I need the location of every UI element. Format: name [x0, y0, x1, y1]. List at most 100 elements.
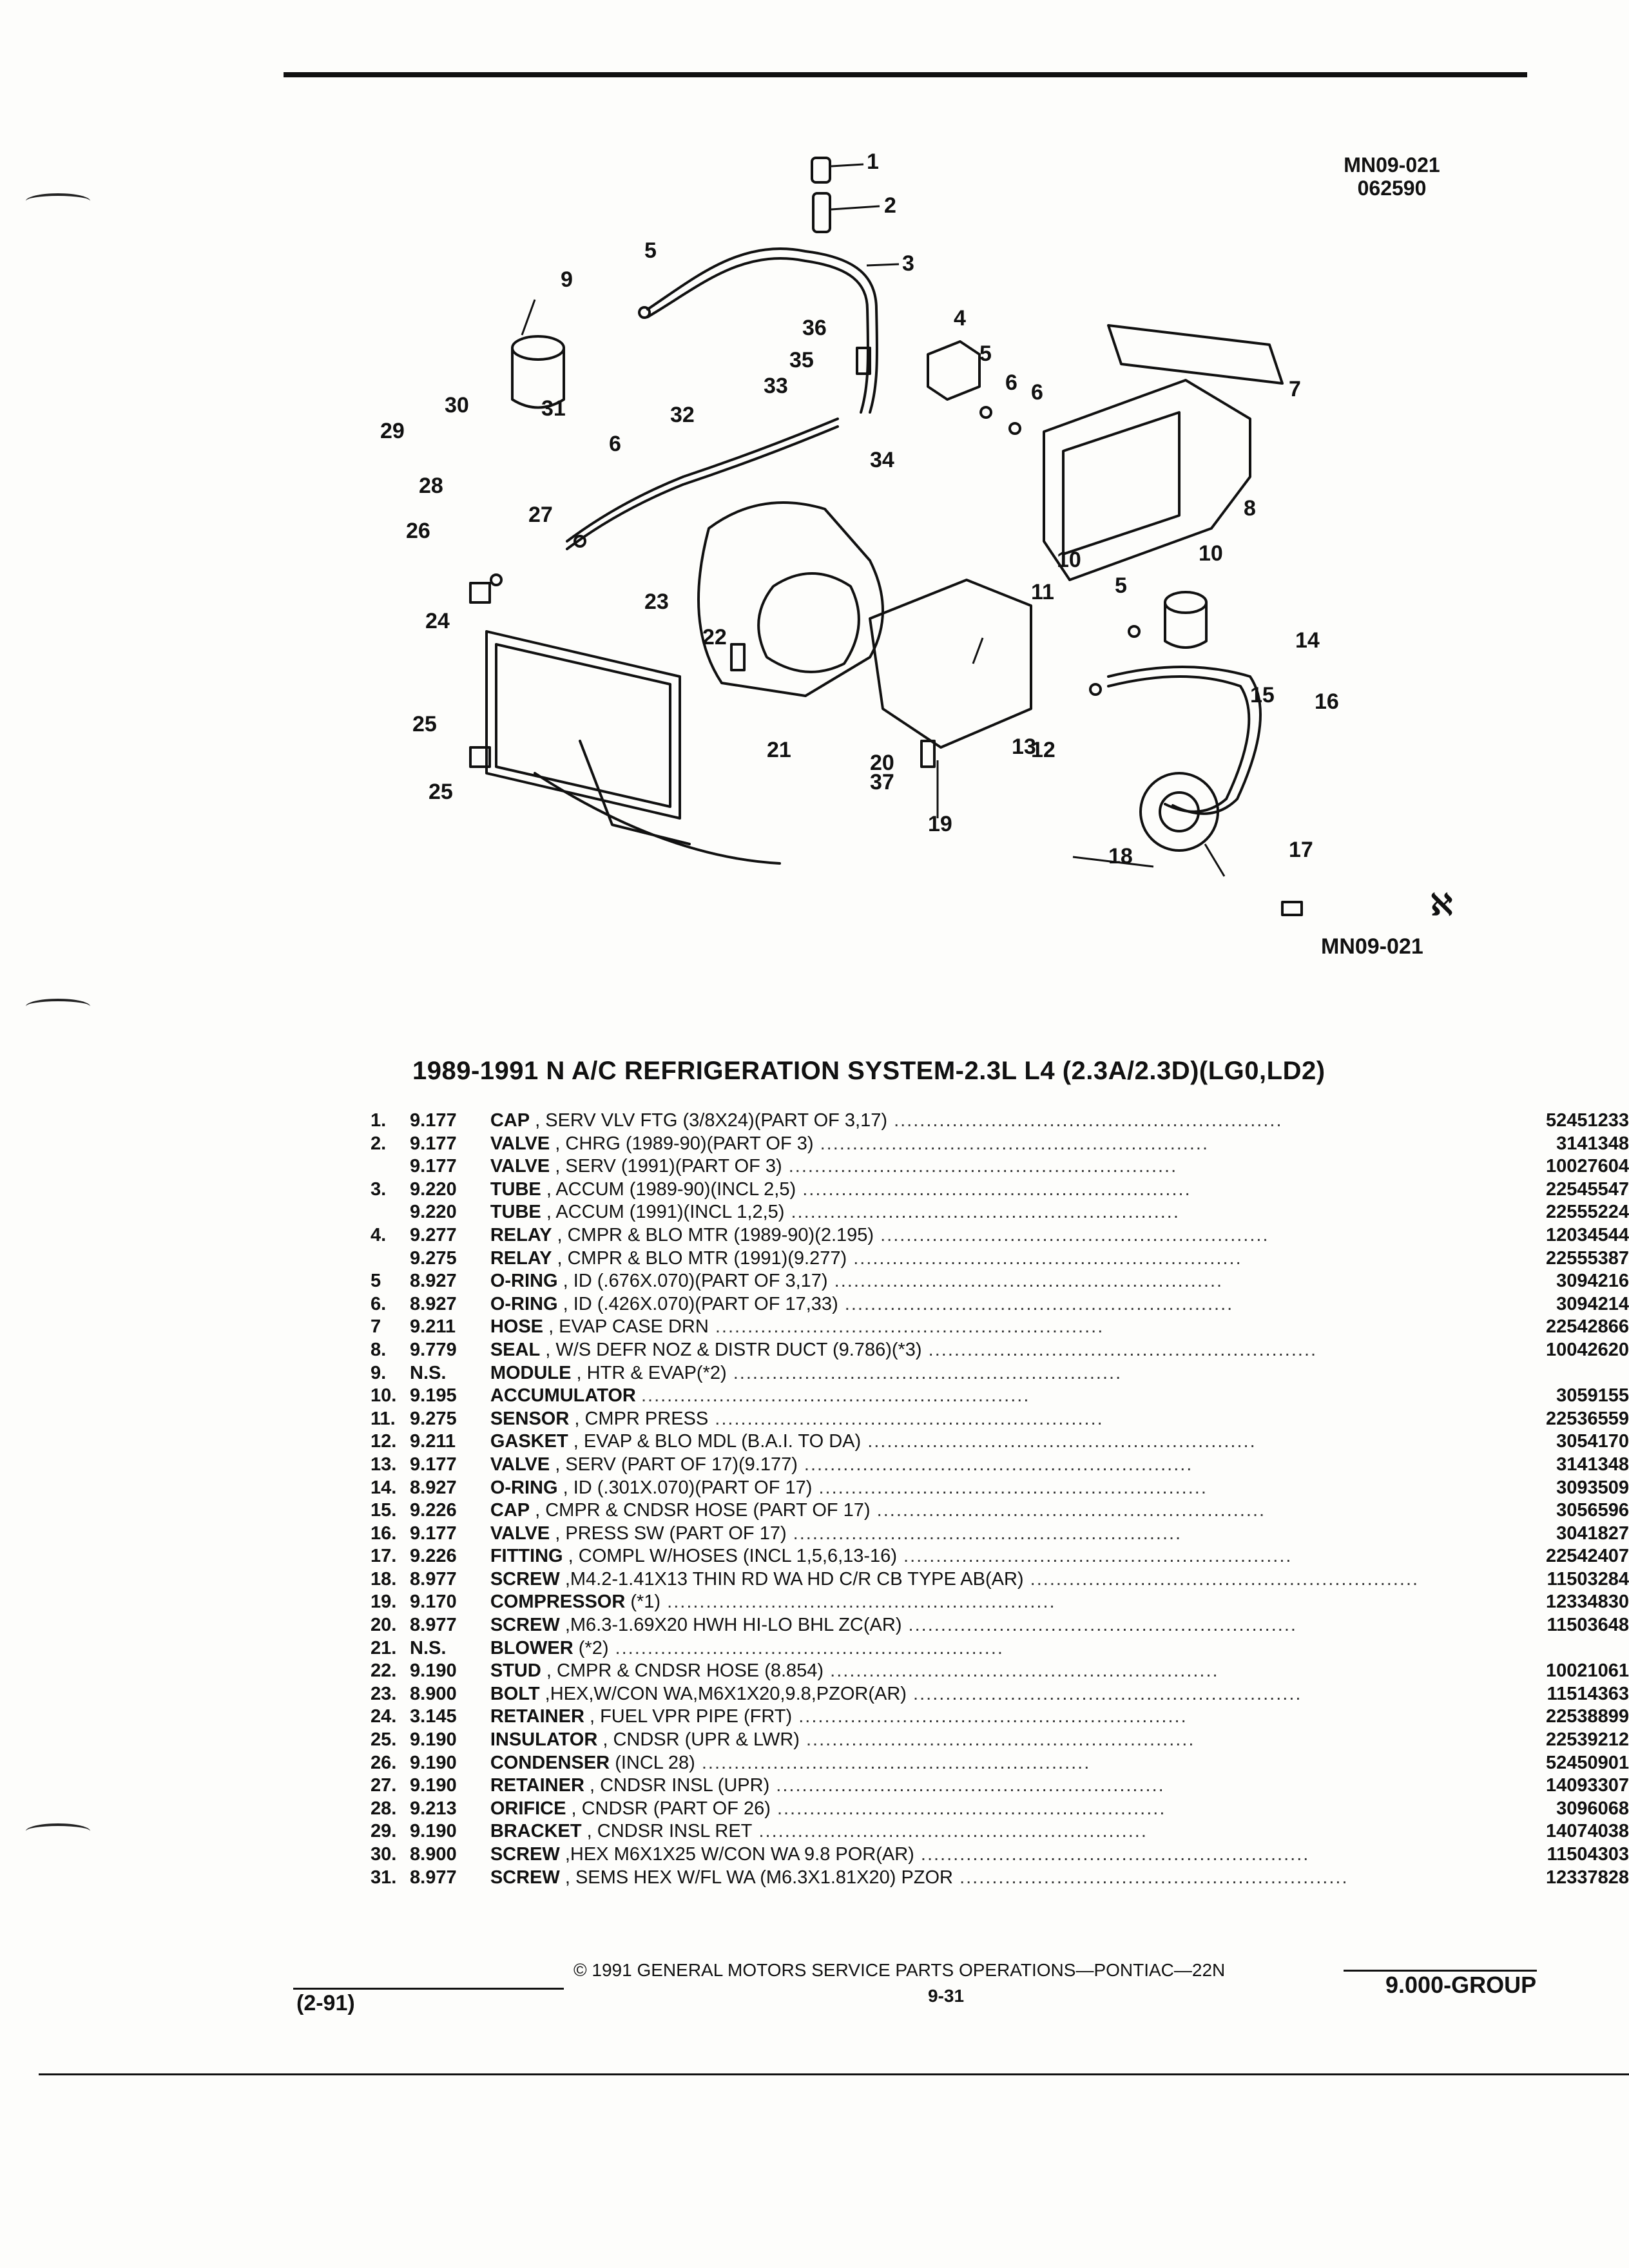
- callout-number: 5: [1115, 573, 1127, 598]
- part-name: SCREW: [490, 1867, 560, 1888]
- row-item-number: 6.: [371, 1293, 387, 1314]
- leader-dots: ........................................…: [874, 1224, 1269, 1245]
- leader-dots: ........................................…: [799, 1729, 1195, 1751]
- row-item-number: 20.: [371, 1615, 397, 1636]
- callout-number: 8: [1244, 496, 1256, 521]
- callout-number: 4: [954, 306, 966, 331]
- part-detail: , CHRG (1989-90)(PART OF 3): [555, 1133, 814, 1154]
- footer-copyright: © 1991 GENERAL MOTORS SERVICE PARTS OPER…: [574, 1960, 1226, 1980]
- top-rule: [284, 72, 1527, 77]
- callout-number: 13: [1012, 735, 1036, 759]
- part-detail: , ACCUM (1991)(INCL 1,2,5): [546, 1202, 785, 1223]
- row-description: CAP , SERV VLV FTG (3/8X24)(PART OF 3,17…: [490, 1110, 1534, 1133]
- part-name: O-RING: [490, 1477, 558, 1498]
- row-item-number: [371, 1155, 410, 1178]
- page-title: 1989-1991 N A/C REFRIGERATION SYSTEM-2.3…: [412, 1057, 1325, 1085]
- part-detail: , ID (.676X.070)(PART OF 3,17): [563, 1271, 828, 1292]
- part-name: VALVE: [490, 1133, 550, 1154]
- row-description: O-RING , ID (.301X.070)(PART OF 17) ....…: [490, 1477, 1534, 1500]
- row-part-number: 22536559: [1545, 1408, 1629, 1429]
- diagram-artwork: [469, 157, 1303, 916]
- row-item-number: 18.: [371, 1568, 397, 1590]
- row-part-number: 10027604: [1545, 1156, 1629, 1177]
- figure-code-block: MN09-021 062590: [1334, 153, 1450, 200]
- row-description: SEAL , W/S DEFR NOZ & DISTR DUCT (9.786)…: [490, 1339, 1534, 1362]
- row-group-number: 9.177: [410, 1133, 457, 1154]
- figure-code: MN09-021: [1344, 153, 1440, 177]
- leader-dots: ........................................…: [792, 1706, 1188, 1727]
- part-detail: , HTR & EVAP(*2): [576, 1362, 727, 1383]
- callout-number: 27: [528, 503, 553, 527]
- row-description: RETAINER , CNDSR INSL (UPR) ............…: [490, 1774, 1534, 1798]
- callout-number: 21: [767, 738, 791, 762]
- row-item-number: 8.: [371, 1339, 387, 1360]
- row-group-number: 8.927: [410, 1477, 457, 1498]
- callout-number: 34: [870, 448, 894, 472]
- part-detail: , CMPR PRESS: [574, 1408, 709, 1429]
- row-part-number: 52450901: [1545, 1752, 1629, 1773]
- row-group-number: 9.190: [410, 1775, 457, 1796]
- callout-number: 28: [419, 474, 443, 498]
- row-item-number: 22.: [371, 1660, 397, 1682]
- row-part-number: 22539212: [1545, 1729, 1629, 1751]
- leader-dots: ........................................…: [906, 1683, 1302, 1704]
- row-item-number: 23.: [371, 1683, 397, 1704]
- callout-number: 33: [764, 374, 788, 398]
- callout-number: 20: [870, 751, 894, 775]
- part-detail: , CMPR & BLO MTR (1989-90)(2.195): [557, 1224, 874, 1245]
- row-part-number: 22542866: [1545, 1316, 1629, 1338]
- row-part-number: 3059155: [1556, 1385, 1629, 1407]
- callout-number: 15: [1250, 683, 1275, 707]
- part-detail: , ID (.301X.070)(PART OF 17): [563, 1477, 813, 1498]
- row-part-number: 3093509: [1556, 1477, 1629, 1498]
- row-part-number: 3041827: [1556, 1523, 1629, 1544]
- part-name: BOLT: [490, 1683, 540, 1704]
- row-item-number: 10.: [371, 1385, 397, 1407]
- leader-dots: ........................................…: [870, 1500, 1266, 1521]
- row-part-number: 22555387: [1545, 1247, 1629, 1269]
- part-name: ACCUMULATOR: [490, 1385, 636, 1407]
- leader-dots: ........................................…: [861, 1431, 1257, 1452]
- row-group-number: 9.177: [410, 1454, 457, 1475]
- leader-dots: ........................................…: [695, 1752, 1091, 1773]
- row-group-number: 8.900: [410, 1683, 457, 1704]
- footer-group: 9.000-GROUP: [1385, 1972, 1537, 1998]
- leader-dots: ........................................…: [921, 1339, 1318, 1360]
- callout-number: 6: [609, 432, 621, 456]
- row-part-number: [1534, 1362, 1629, 1385]
- row-group-number: 9.190: [410, 1821, 457, 1842]
- callout-number: 1: [867, 149, 879, 174]
- row-group-number: 9.220: [410, 1202, 457, 1223]
- row-item-number: [371, 1247, 410, 1271]
- row-description: TUBE , ACCUM (1991)(INCL 1,2,5) ........…: [490, 1201, 1534, 1224]
- row-description: VALVE , SERV (1991)(PART OF 3) .........…: [490, 1155, 1534, 1178]
- part-detail: , SEMS HEX W/FL WA (M6.3X1.81X20) PZOR: [564, 1867, 954, 1888]
- row-group-number: 9.177: [410, 1110, 457, 1131]
- row-description: GASKET , EVAP & BLO MDL (B.A.I. TO DA) .…: [490, 1430, 1534, 1454]
- row-part-number: 22538899: [1545, 1706, 1629, 1727]
- row-part-number: 11503284: [1547, 1568, 1629, 1590]
- part-name: BRACKET: [490, 1821, 582, 1842]
- callout-number: 2: [884, 193, 896, 218]
- row-description: VALVE , SERV (PART OF 17)(9.177) .......…: [490, 1454, 1534, 1477]
- row-group-number: 9.177: [410, 1156, 457, 1177]
- row-group-number: 9.226: [410, 1500, 457, 1521]
- leader-dots: ........................................…: [827, 1271, 1224, 1292]
- row-group-number: 8.927: [410, 1293, 457, 1314]
- part-name: SEAL: [490, 1339, 541, 1360]
- row-group-number: 9.190: [410, 1729, 457, 1751]
- row-item-number: 7: [371, 1316, 381, 1338]
- leader-dots: ........................................…: [752, 1821, 1148, 1842]
